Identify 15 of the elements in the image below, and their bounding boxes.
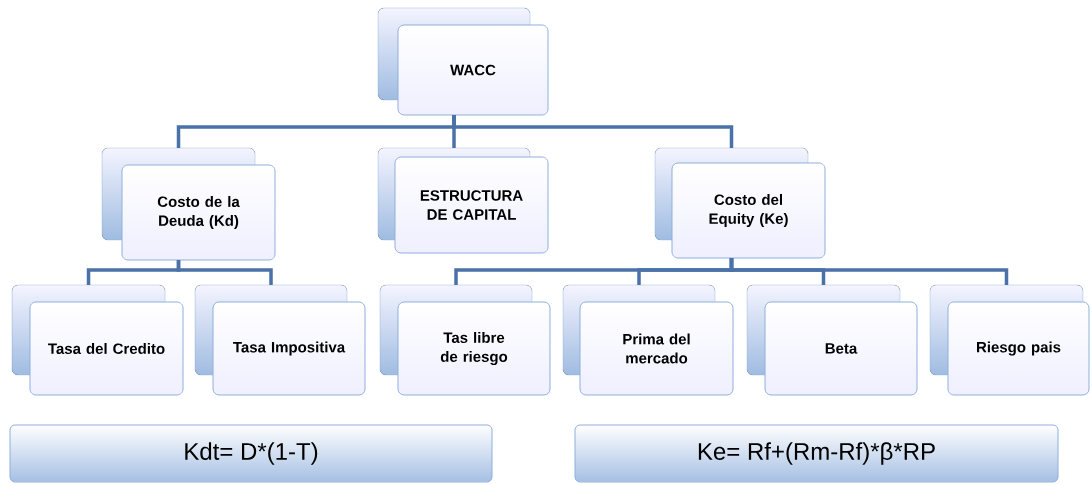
connector-line — [176, 260, 273, 285]
formula-box: Kdt= D*(1-T) — [9, 424, 493, 483]
concept-box: Beta — [746, 284, 918, 396]
concept-box: Tasa del Credito — [11, 284, 184, 396]
formula-box: Ke= Rf+(Rm-Rf)*β*RP — [574, 424, 1059, 483]
connector-line — [729, 258, 1009, 285]
concept-box: Tas libre de riesgo — [379, 284, 551, 396]
concept-box: Costo del Equity (Ke) — [654, 147, 826, 259]
connector-line — [452, 115, 734, 148]
concept-box: WACC — [377, 7, 549, 116]
concept-box: Prima del mercado — [562, 284, 734, 396]
concept-box: Tasa Impositiva — [194, 284, 366, 396]
concept-box: Costo de la Deuda (Kd) — [101, 147, 276, 261]
concept-box: Riesgo pais — [929, 284, 1090, 396]
concept-box: ESTRUCTURA DE CAPITAL — [377, 147, 549, 254]
